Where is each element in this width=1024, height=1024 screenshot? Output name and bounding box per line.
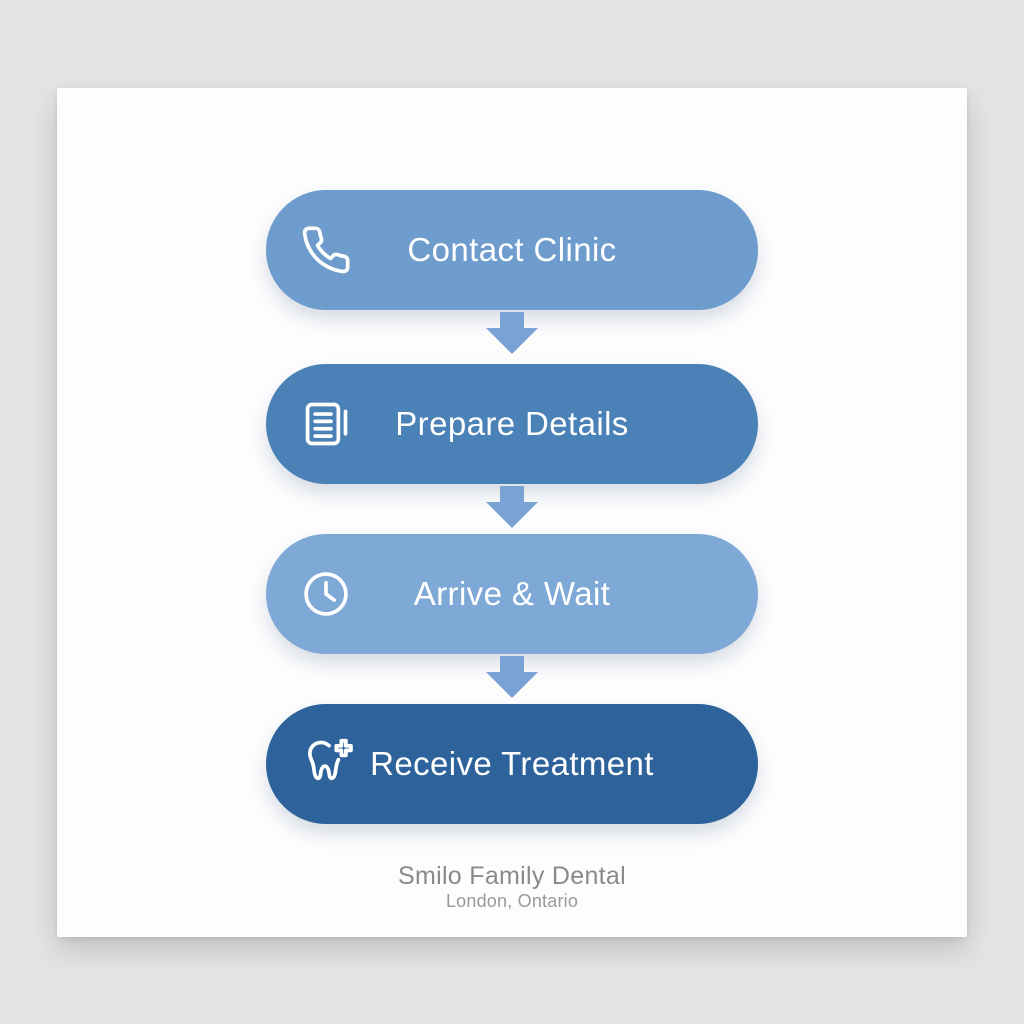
flow-step-arrive-wait: Arrive & Wait <box>266 534 758 654</box>
flow-step-label: Prepare Details <box>395 405 629 442</box>
arrow-down-icon <box>486 486 538 528</box>
flow-step-contact-clinic: Contact Clinic <box>266 190 758 310</box>
footer-clinic-name: Smilo Family Dental <box>398 862 626 890</box>
document-icon <box>300 398 352 450</box>
clock-icon <box>300 568 352 620</box>
flow-step-prepare-details: Prepare Details <box>266 364 758 484</box>
flow-step-label: Arrive & Wait <box>413 575 611 612</box>
flow-step-receive-treatment: Receive Treatment <box>266 704 758 824</box>
flow-step-label: Contact Clinic <box>407 231 617 268</box>
arrow-down-icon <box>486 656 538 698</box>
phone-icon <box>300 224 352 276</box>
arrow-down-icon <box>486 312 538 354</box>
tooth-plus-icon <box>296 734 356 794</box>
footer-clinic-location: London, Ontario <box>445 891 579 911</box>
flow-step-label: Receive Treatment <box>370 745 654 782</box>
